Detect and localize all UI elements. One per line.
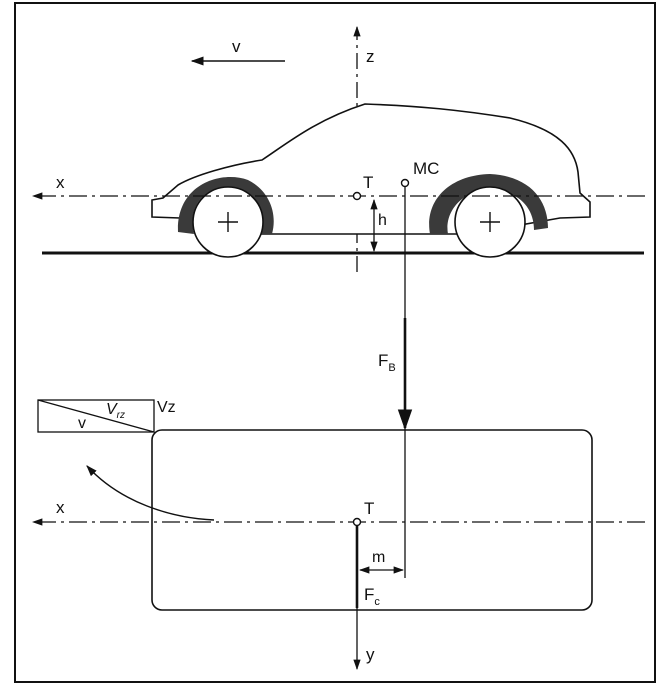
height-label: h [378, 212, 387, 229]
brake-force-label: FB [378, 351, 396, 374]
center-of-gravity-top [352, 517, 362, 527]
figure-frame [14, 2, 656, 683]
rear-hub-cross [480, 212, 500, 232]
front-hub-cross [218, 212, 238, 232]
vel-small-label: v [78, 415, 86, 432]
y-axis-label: y [366, 645, 375, 664]
car-plan-view [151, 429, 593, 611]
vel-z-label: Vz [157, 399, 176, 416]
velocity-label: v [232, 37, 241, 56]
velocity-triangle-box [37, 399, 155, 433]
velocity-triangle: v Vrz Vz [37, 399, 176, 433]
vel-rz-label: Vrz [106, 401, 125, 421]
z-axis-label: z [366, 47, 375, 66]
rear-wheel-arch [429, 174, 548, 234]
center-of-gravity-top-label: T [364, 499, 374, 518]
x-axis-top-label: x [56, 498, 65, 517]
car-side-view [151, 103, 591, 258]
front-wheel-arch [177, 177, 274, 234]
offset-label: m [372, 549, 385, 566]
moment-center-point [400, 178, 410, 188]
center-of-gravity-side-label: T [363, 173, 373, 192]
moment-center-label: MC [413, 159, 439, 178]
lateral-force-label: Fc [364, 585, 380, 608]
velocity-triangle-diagonal [37, 399, 155, 433]
rotation-arrow [86, 465, 215, 521]
center-of-gravity-side [352, 191, 362, 201]
x-axis-side-label: x [56, 173, 65, 192]
